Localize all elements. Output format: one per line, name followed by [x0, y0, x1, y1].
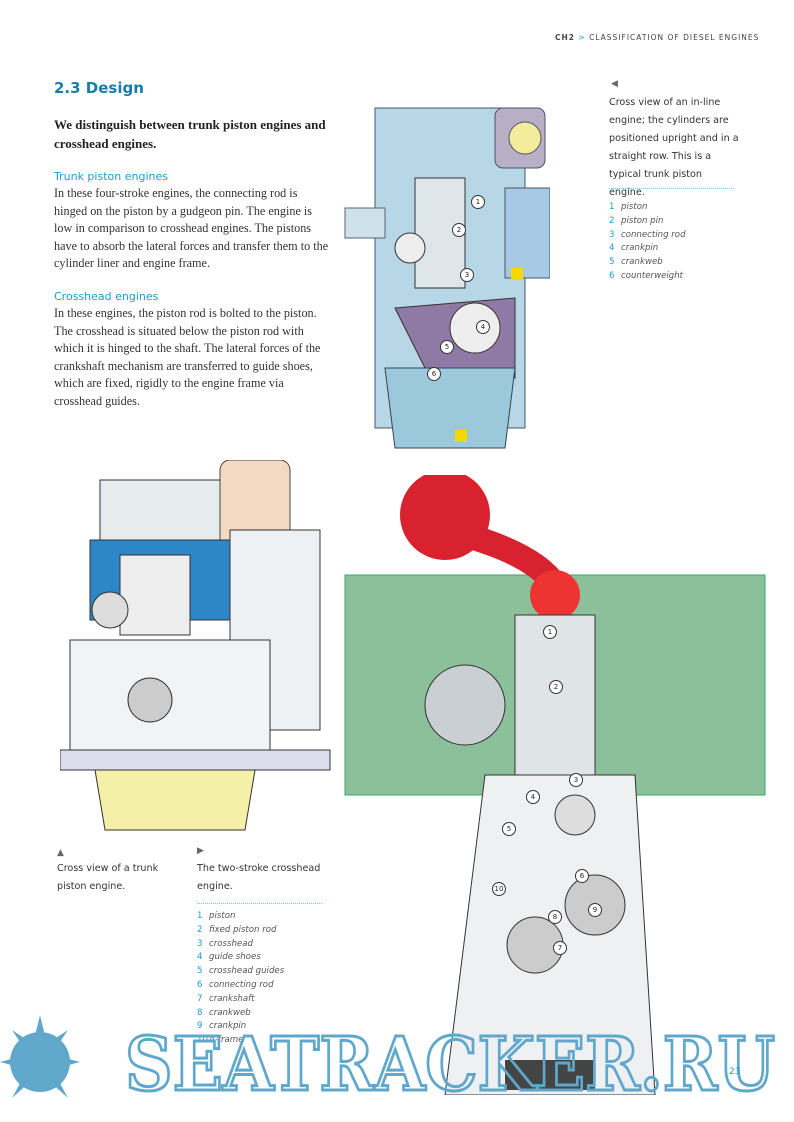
legend-number: 6	[197, 979, 203, 990]
callout-3: 3	[460, 268, 474, 282]
callout-2: 2	[549, 680, 563, 694]
legend-number: 2	[197, 924, 203, 935]
callout-9: 9	[588, 903, 602, 917]
crosshead-heading: Crosshead engines	[54, 290, 159, 303]
page-title: 2.3 Design	[54, 79, 144, 97]
legend-label: crankpin	[209, 1021, 247, 1032]
legend-label: piston pin	[621, 215, 664, 226]
callout-5: 5	[502, 822, 516, 836]
callout-4: 4	[526, 790, 540, 804]
legend-number: 9	[197, 1021, 203, 1032]
legend-label: crosshead	[209, 938, 253, 949]
legend-item: 4 crankpin	[609, 242, 686, 256]
legend-number: 1	[197, 911, 203, 921]
inline-engine-drawing	[344, 107, 550, 449]
page-number: 23	[729, 1067, 741, 1077]
callout-3: 3	[569, 773, 583, 787]
divider	[197, 903, 322, 904]
legend-number: 4	[609, 243, 615, 254]
trunk-text: In these four-stroke engines, the connec…	[54, 186, 329, 270]
inline-caption: Cross view of an in-line engine; the cyl…	[609, 97, 739, 198]
trunk-heading: Trunk piston engines	[54, 170, 168, 183]
legend-item: 1 piston	[609, 201, 686, 215]
crosshead-caption: The two-stroke crosshead engine.	[197, 863, 321, 892]
legend-item: 10A-frame	[197, 1034, 284, 1048]
trunk-caption: Cross view of a trunk piston engine.	[57, 863, 159, 892]
inline-legend: 1 piston 2 piston pin 3 connecting rod 4 crankp…	[609, 201, 686, 284]
legend-label: piston	[209, 911, 236, 921]
divider	[609, 188, 734, 189]
legend-item: 4 guide shoes	[197, 951, 284, 965]
callout-7: 7	[553, 941, 567, 955]
legend-label: crankshaft	[209, 993, 255, 1004]
callout-1: 1	[471, 195, 485, 209]
legend-label: counterweight	[621, 270, 684, 281]
callout-6: 6	[575, 869, 589, 883]
callout-1: 1	[543, 625, 557, 639]
svg-text:SEATRACKER.RU: SEATRACKER.RU	[125, 1022, 775, 1108]
legend-item: 8 crankweb	[197, 1007, 284, 1021]
legend-number: 3	[197, 938, 203, 949]
crosshead-legend: 1 piston 2 fixed piston rod 3 crosshead 4 guide…	[197, 910, 284, 1048]
legend-number: 10	[197, 1035, 208, 1046]
callout-6: 6	[427, 367, 441, 381]
legend-item: 9 crankpin	[197, 1020, 284, 1034]
legend-number: 4	[197, 952, 203, 963]
arrow-up-icon: ▲	[57, 848, 64, 858]
arrow-right-icon: ▶	[197, 846, 204, 856]
callout-10: 10	[492, 882, 506, 896]
legend-item: 3 crosshead	[197, 938, 284, 952]
legend-label: crankweb	[209, 1007, 251, 1018]
legend-item: 2 piston pin	[609, 215, 686, 229]
legend-label: connecting rod	[621, 229, 686, 240]
lead-paragraph: We distinguish between trunk piston engi…	[54, 117, 326, 151]
legend-item: 3 connecting rod	[609, 229, 686, 243]
breadcrumb: CH2 > CLASSIFICATION OF DIESEL ENGINES	[555, 33, 760, 42]
legend-label: crankweb	[621, 257, 663, 268]
legend-item: 7 crankshaft	[197, 993, 284, 1007]
callout-8: 8	[548, 910, 562, 924]
callout-2: 2	[452, 223, 466, 237]
callout-4: 4	[476, 320, 490, 334]
legend-item: 6 connecting rod	[197, 979, 284, 993]
legend-item: 6 counterweight	[609, 270, 686, 284]
legend-number: 5	[609, 257, 615, 268]
legend-label: guide shoes	[209, 952, 261, 963]
legend-label: crankpin	[621, 243, 659, 254]
legend-label: A-frame	[209, 1035, 244, 1046]
crosshead-text: In these engines, the piston rod is bolt…	[54, 306, 321, 408]
callout-5: 5	[440, 340, 454, 354]
legend-label: crosshead guides	[209, 966, 285, 977]
legend-item: 2 fixed piston rod	[197, 924, 284, 938]
seatracker-watermark: SEATRACKER.RU	[0, 1015, 777, 1110]
legend-number: 6	[609, 270, 615, 281]
legend-number: 3	[609, 229, 615, 240]
legend-label: piston	[621, 202, 648, 212]
legend-item: 1 piston	[197, 910, 284, 924]
legend-item: 5 crankweb	[609, 256, 686, 270]
legend-number: 2	[609, 215, 615, 226]
legend-number: 5	[197, 966, 203, 977]
legend-label: fixed piston rod	[209, 924, 277, 935]
trunk-engine-drawing	[60, 460, 331, 831]
legend-label: connecting rod	[209, 979, 274, 990]
arrow-left-icon: ◀	[611, 79, 618, 89]
crosshead-engine-drawing	[344, 475, 766, 1095]
legend-item: 5 crosshead guides	[197, 965, 284, 979]
legend-number: 1	[609, 202, 615, 212]
legend-number: 8	[197, 1007, 203, 1018]
legend-number: 7	[197, 993, 203, 1004]
